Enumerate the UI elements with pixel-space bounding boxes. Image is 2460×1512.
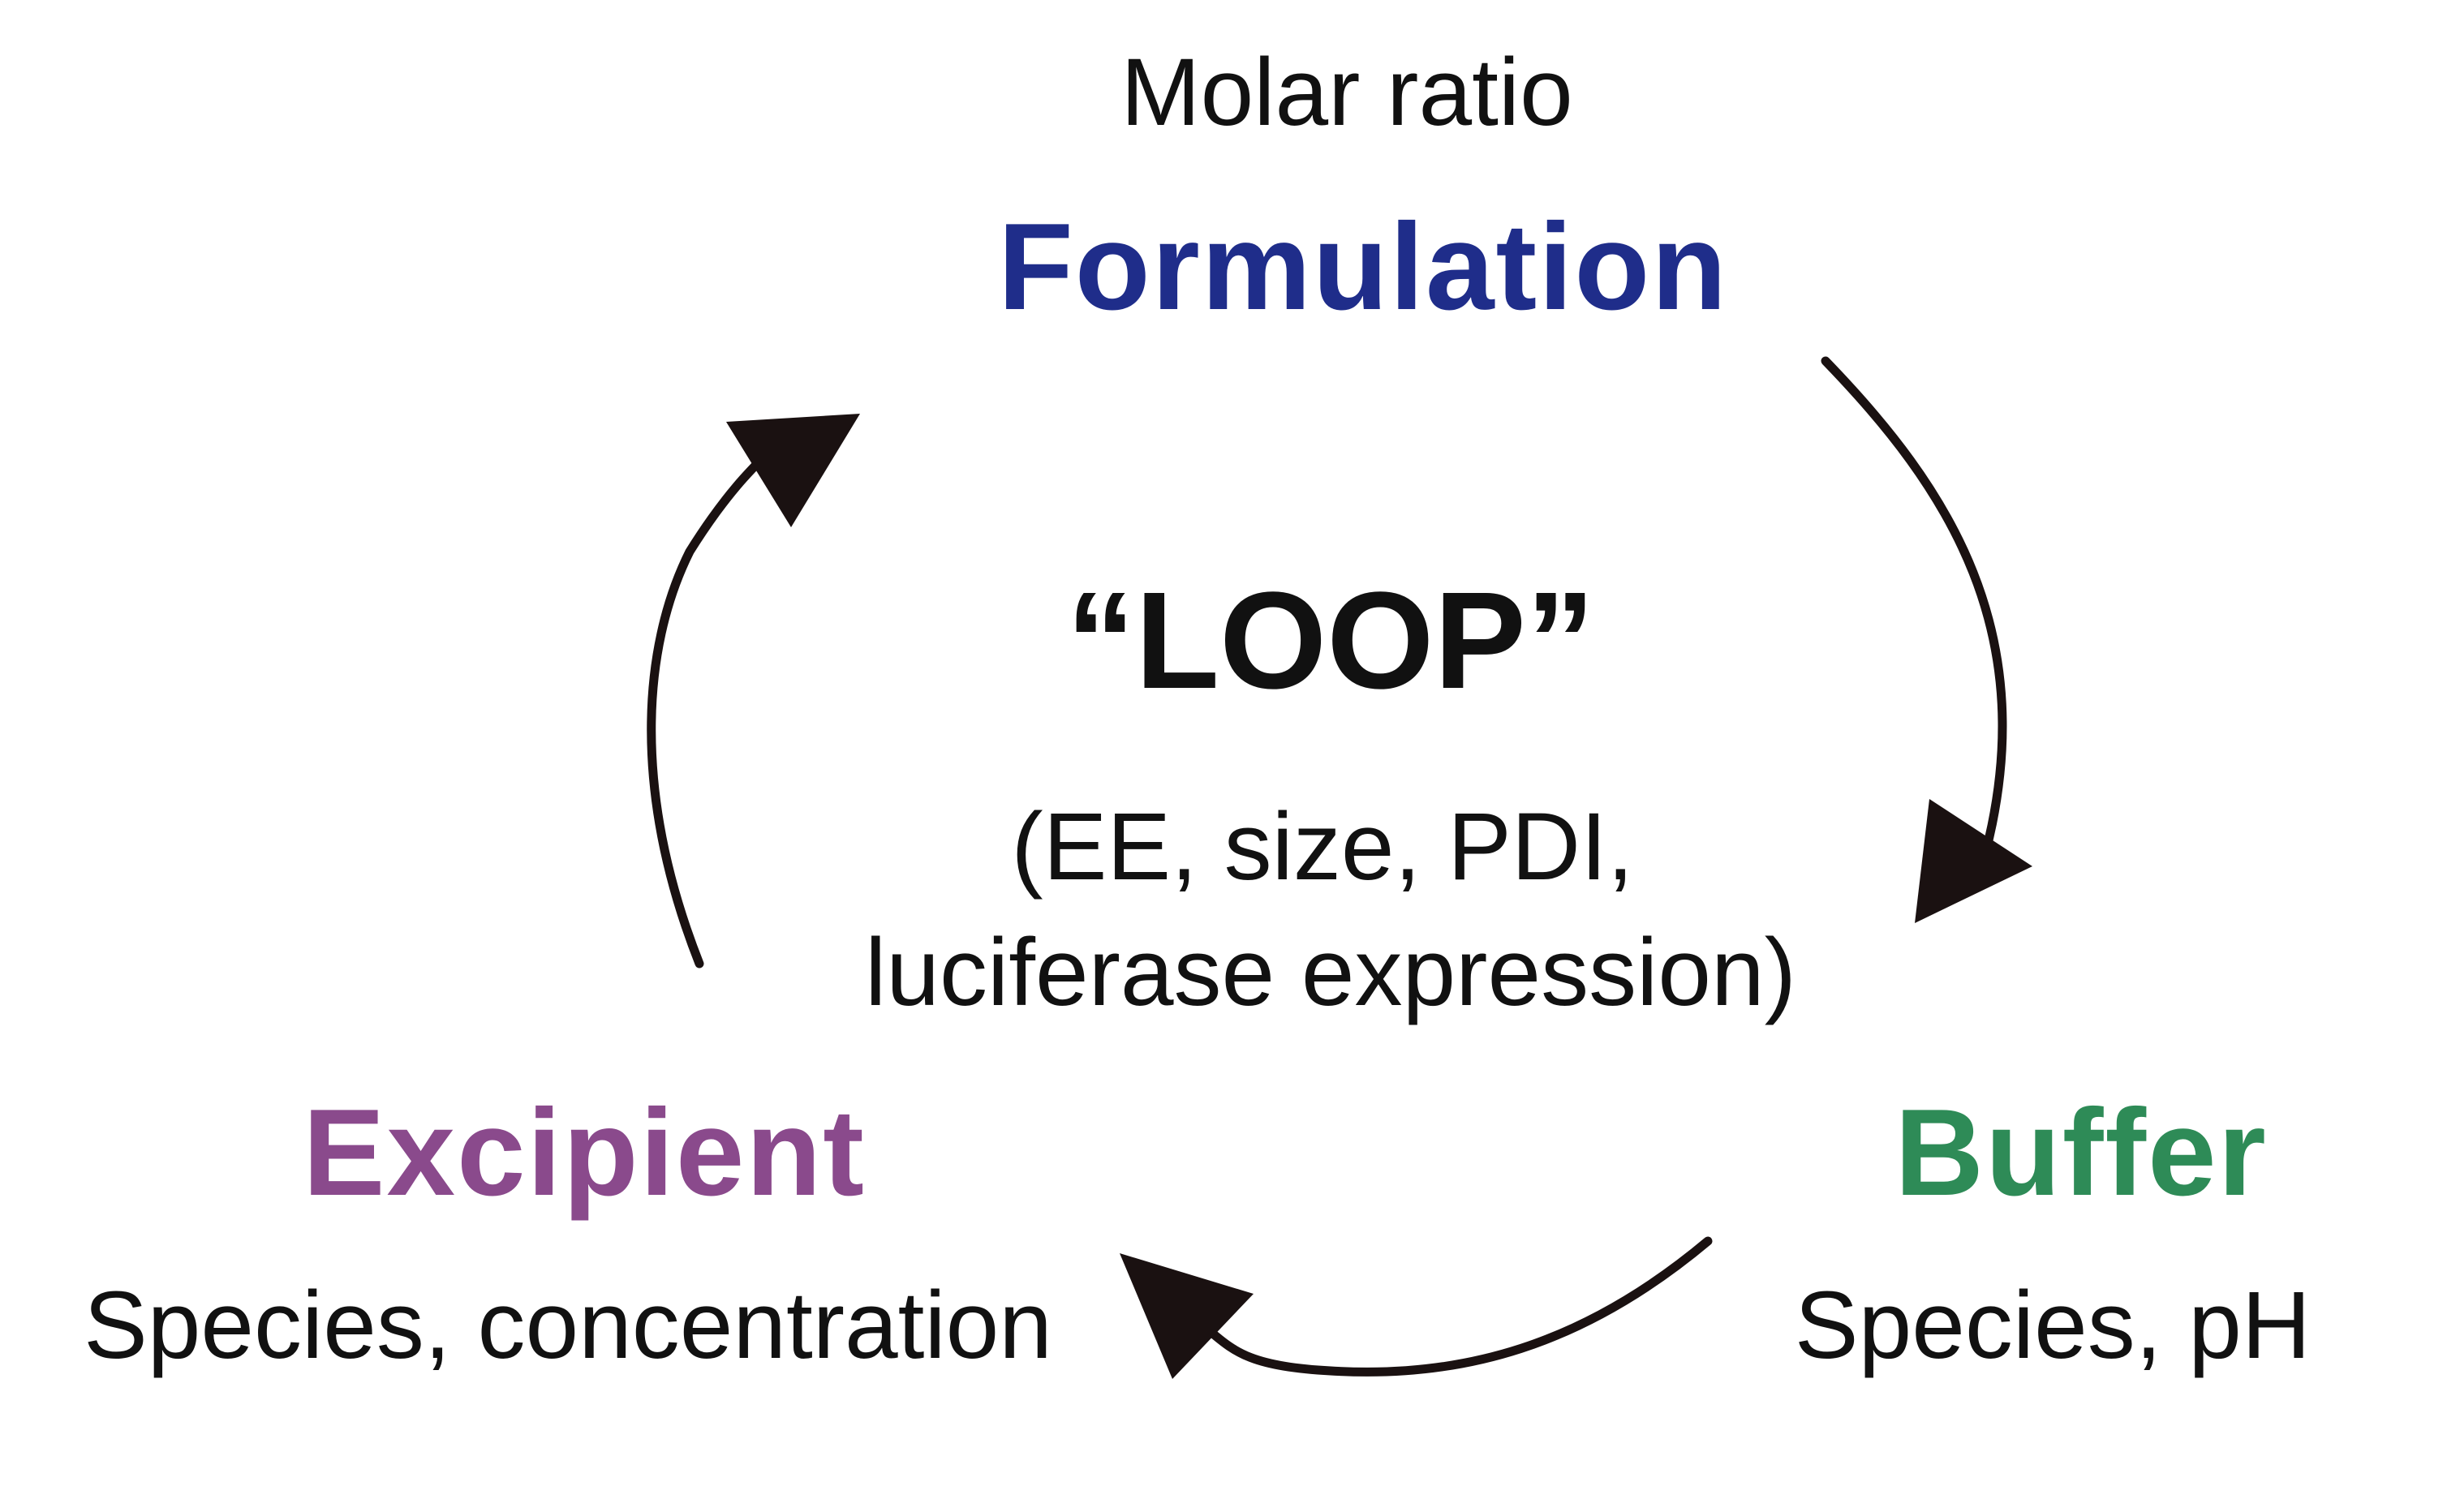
- loop-metrics-line-2: luciferase expression): [865, 919, 1796, 1026]
- formulation-title: Formulation: [997, 198, 1729, 336]
- arrowhead-icon: [1120, 1253, 1254, 1379]
- arrow-shaft: [1204, 1236, 1713, 1377]
- arrow-shaft: [1821, 356, 2007, 865]
- buffer-detail: Species, pH: [1794, 1272, 2312, 1379]
- arrowhead-icon: [726, 414, 860, 527]
- arrow-excipient-to-formulation: [647, 414, 860, 969]
- arrow-shaft: [647, 437, 784, 969]
- arrow-formulation-to-buffer: [1821, 356, 2032, 923]
- arrowhead-icon: [1915, 799, 2032, 923]
- loop-title: “LOOP”: [1066, 564, 1595, 718]
- arrow-buffer-to-excipient: [1120, 1236, 1713, 1379]
- excipient-detail: Species, concentration: [84, 1272, 1052, 1379]
- buffer-title: Buffer: [1894, 1084, 2268, 1222]
- excipient-title: Excipient: [303, 1084, 866, 1222]
- loop-metrics-line-1: (EE, size, PDI,: [1011, 793, 1634, 900]
